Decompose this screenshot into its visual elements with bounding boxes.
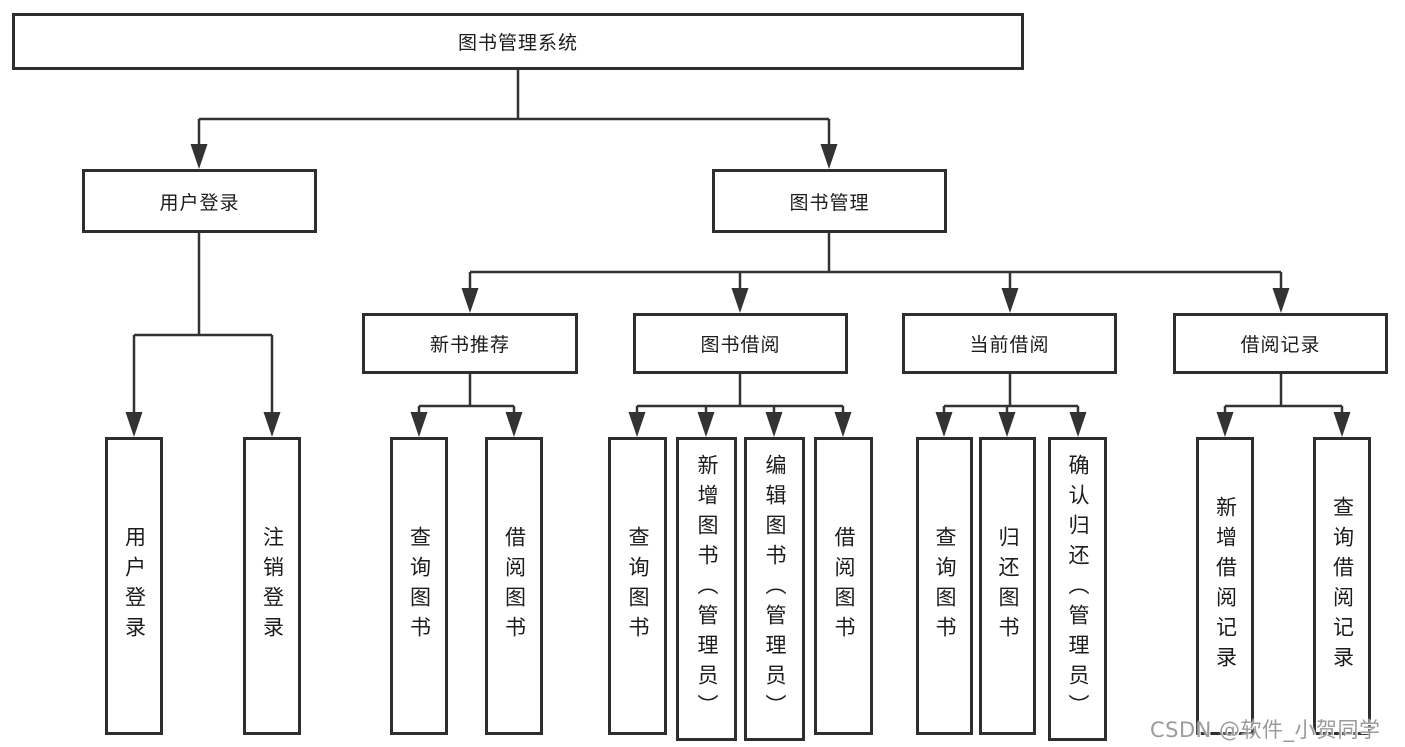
leaf-recommend-borrow-books: 借阅图书	[485, 437, 543, 735]
leaf-borrowing-query-books: 查询图书	[608, 437, 667, 735]
leaf-logout: 注销登录	[243, 437, 301, 735]
leaf-borrowing-edit-books-admin: 编辑图书（管理员）	[744, 437, 805, 741]
leaf-records-add-record: 新增借阅记录	[1196, 437, 1254, 735]
leaf-user-login: 用户登录	[105, 437, 163, 735]
csdn-watermark: CSDN @软件_小贺同学	[1150, 718, 1381, 742]
leaf-records-query-record: 查询借阅记录	[1313, 437, 1371, 735]
node-book-management: 图书管理	[712, 169, 947, 233]
node-new-book-recommendation: 新书推荐	[362, 313, 578, 374]
node-current-borrowing: 当前借阅	[902, 313, 1117, 374]
leaf-borrowing-add-books-admin: 新增图书（管理员）	[676, 437, 737, 741]
leaf-borrowing-borrow-books: 借阅图书	[814, 437, 873, 735]
node-library-management-system: 图书管理系统	[12, 13, 1024, 70]
leaf-current-query-books: 查询图书	[916, 437, 973, 735]
node-borrowing-records: 借阅记录	[1173, 313, 1388, 374]
leaf-current-return-books: 归还图书	[979, 437, 1036, 735]
leaf-current-confirm-return-admin: 确认归还（管理员）	[1048, 437, 1107, 741]
node-user-login: 用户登录	[82, 169, 317, 233]
node-book-borrowing: 图书借阅	[633, 313, 848, 374]
leaf-recommend-query-books: 查询图书	[390, 437, 448, 735]
